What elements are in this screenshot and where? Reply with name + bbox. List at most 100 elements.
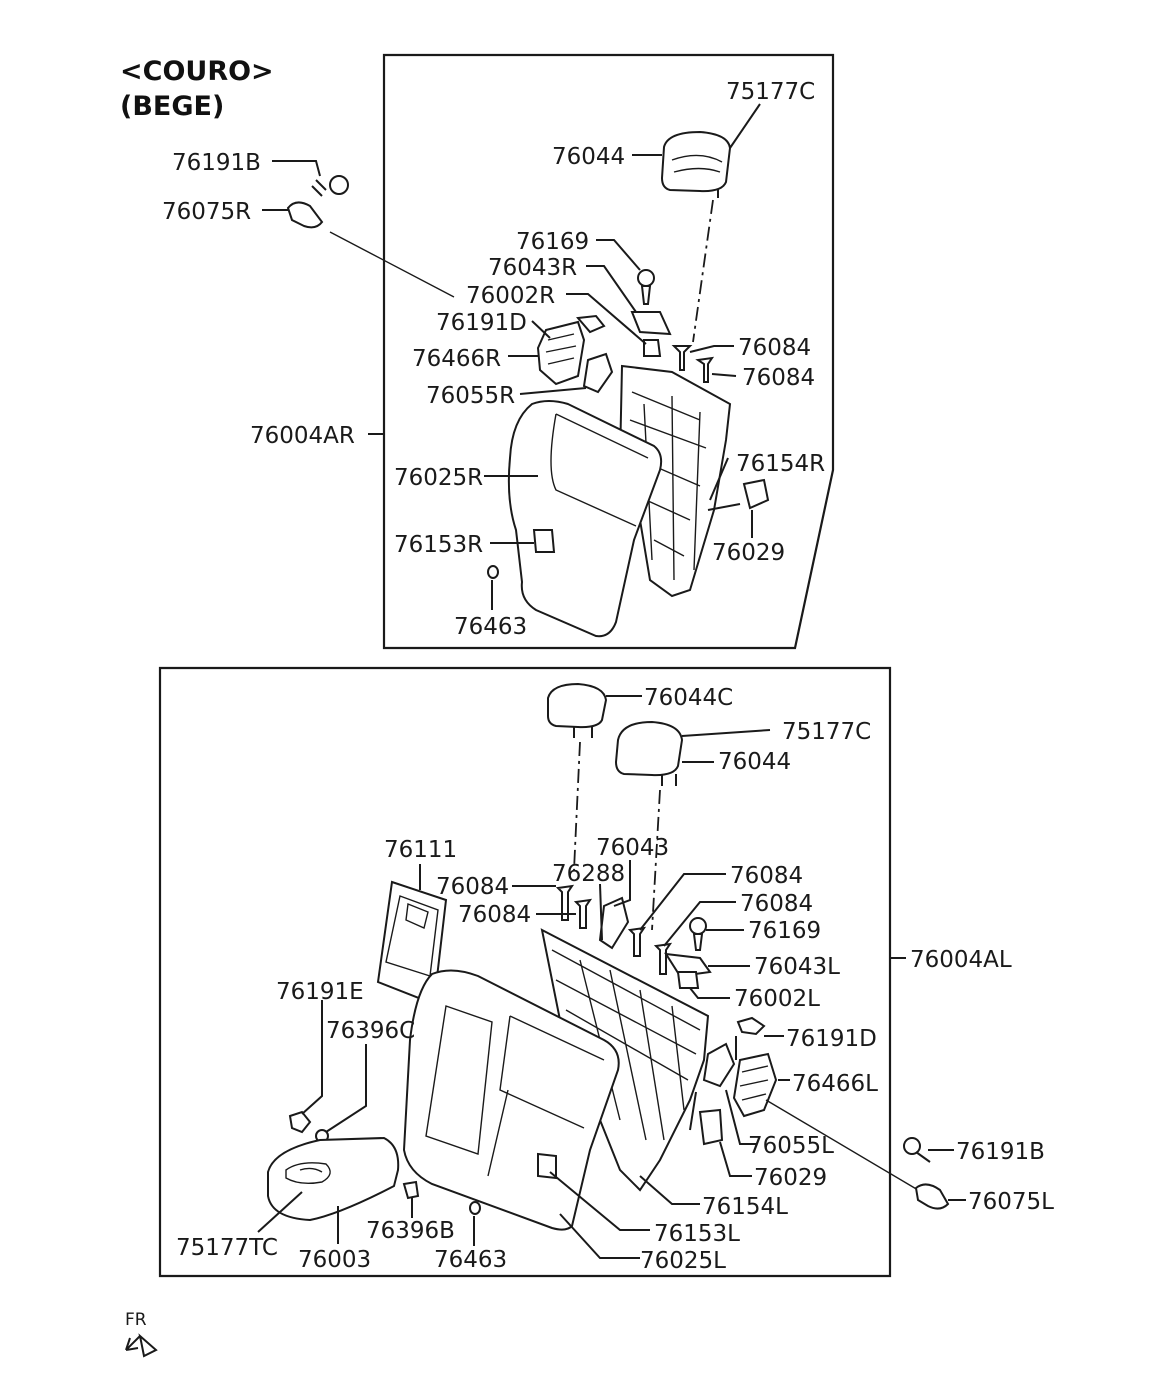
upper-guide-76002R bbox=[643, 339, 662, 357]
label-up-76075R: 76075R bbox=[162, 199, 251, 225]
lower-bolt-76191E bbox=[288, 1110, 312, 1134]
lower-pin-76084a bbox=[555, 884, 575, 921]
label-lo-76004AL: 76004AL bbox=[910, 947, 1012, 973]
lower-bracket-76029 bbox=[698, 1108, 724, 1146]
leader-lo-frame-link bbox=[689, 1091, 697, 1131]
label-lo-76084a: 76084 bbox=[436, 874, 509, 900]
lower-cushion-76025L bbox=[402, 969, 620, 1231]
lower-guide-76043 bbox=[598, 896, 630, 950]
leader-lo-76084c bbox=[639, 873, 726, 931]
lower-armrest-cupholder bbox=[285, 1162, 331, 1185]
lower-bolt-76191D bbox=[736, 1016, 766, 1036]
label-up-76055R: 76055R bbox=[426, 383, 515, 409]
label-lo-76154L: 76154L bbox=[702, 1194, 788, 1220]
lower-clip-76396B bbox=[402, 1180, 420, 1200]
label-up-76191D: 76191D bbox=[436, 310, 527, 336]
fr-arrow-icon bbox=[125, 1333, 158, 1358]
leader-lo-76043 bbox=[613, 860, 631, 907]
label-lo-76191B: 76191B bbox=[956, 1139, 1045, 1165]
leader-lo-76002L bbox=[689, 987, 730, 999]
lower-cover-76466L bbox=[732, 1052, 778, 1118]
label-lo-76084c: 76084 bbox=[730, 863, 803, 889]
lower-headrest-76044C bbox=[547, 682, 608, 729]
label-up-76169: 76169 bbox=[516, 229, 589, 255]
lower-headrest-c-pins bbox=[573, 726, 593, 738]
upper-bolt-76191D bbox=[576, 314, 606, 334]
lower-frame-box bbox=[158, 666, 892, 1278]
label-up-76084b: 76084 bbox=[742, 365, 815, 391]
leader-up-76029-link bbox=[707, 503, 741, 511]
upper-guide-76043R bbox=[630, 311, 672, 336]
leader-up-76191B bbox=[272, 160, 321, 177]
label-up-76466R: 76466R bbox=[412, 346, 501, 372]
lower-pin-76084b bbox=[573, 898, 593, 929]
upper-cover-76466R bbox=[536, 320, 586, 386]
upper-cushion-76025R bbox=[507, 400, 663, 638]
label-up-76191B: 76191B bbox=[172, 150, 261, 176]
leader-lo-76075L-link bbox=[765, 1099, 919, 1191]
header-title: <COURO> bbox=[120, 56, 274, 87]
lower-guide-76002L bbox=[676, 971, 700, 989]
upper-headrest bbox=[660, 130, 732, 193]
label-lo-76111: 76111 bbox=[384, 837, 457, 863]
upper-cushion-seams bbox=[550, 413, 649, 527]
label-up-76153R: 76153R bbox=[394, 532, 483, 558]
lower-guide-76043L bbox=[664, 952, 712, 978]
label-up-76025R: 76025R bbox=[394, 465, 483, 491]
leader-lo-75177TC bbox=[257, 1191, 303, 1233]
upper-bracket-76075R bbox=[286, 201, 324, 229]
label-lo-76029: 76029 bbox=[754, 1165, 827, 1191]
label-lo-76169: 76169 bbox=[748, 918, 821, 944]
leader-lo-76029 bbox=[719, 1141, 752, 1177]
upper-headrest-seam bbox=[671, 154, 723, 173]
lower-cushion-seams bbox=[487, 1015, 605, 1177]
leader-lo-76288 bbox=[599, 883, 603, 941]
label-lo-76075L: 76075L bbox=[968, 1189, 1054, 1215]
label-lo-76463: 76463 bbox=[434, 1247, 507, 1273]
leader-up-75177C bbox=[729, 103, 761, 149]
upper-pin-76084b bbox=[695, 356, 715, 383]
label-up-76463: 76463 bbox=[454, 614, 527, 640]
label-lo-76288: 76288 bbox=[552, 861, 625, 887]
lower-assembly: 76044C 75177C 76044 76111 76043 76288 76… bbox=[158, 666, 1054, 1278]
label-lo-76003: 76003 bbox=[298, 1247, 371, 1273]
leader-up-76169 bbox=[596, 239, 641, 271]
lower-headrest-guide bbox=[651, 789, 661, 931]
upper-bracket-76029 bbox=[742, 478, 770, 510]
lower-bracket-76075L bbox=[914, 1183, 950, 1210]
label-up-76029: 76029 bbox=[712, 540, 785, 566]
upper-bolt-shank bbox=[311, 179, 327, 197]
label-up-76002R: 76002R bbox=[466, 283, 555, 309]
label-lo-76396B: 76396B bbox=[366, 1218, 455, 1244]
leader-up-76002R bbox=[566, 293, 647, 345]
label-lo-76055L: 76055L bbox=[748, 1133, 834, 1159]
label-lo-75177C: 75177C bbox=[782, 719, 871, 745]
upper-cover-ribs bbox=[545, 333, 577, 365]
lower-grommet-76463 bbox=[468, 1201, 482, 1215]
lower-pin-76084d bbox=[653, 942, 673, 975]
label-lo-76084d: 76084 bbox=[740, 891, 813, 917]
lower-cover-ribs bbox=[739, 1065, 769, 1101]
label-lo-76191D: 76191D bbox=[786, 1026, 877, 1052]
lower-pin-76084c bbox=[627, 926, 647, 957]
lower-bolt-shank bbox=[915, 1151, 931, 1163]
label-lo-76043: 76043 bbox=[596, 835, 669, 861]
leader-up-76191D bbox=[531, 320, 551, 339]
fr-label: FR bbox=[125, 1310, 147, 1330]
label-lo-76044: 76044 bbox=[718, 749, 791, 775]
leader-up-76075R-link bbox=[329, 231, 455, 298]
label-lo-76153L: 76153L bbox=[654, 1221, 740, 1247]
label-up-76043R: 76043R bbox=[488, 255, 577, 281]
leader-up-76084b bbox=[711, 373, 737, 377]
header-subtitle: (BEGE) bbox=[120, 91, 224, 122]
leader-lo-76055L bbox=[725, 1089, 756, 1145]
lower-headrest-pins bbox=[661, 774, 677, 786]
label-up-75177C: 75177C bbox=[726, 79, 815, 105]
label-up-76154R: 76154R bbox=[736, 451, 825, 477]
leader-up-76084a bbox=[689, 345, 734, 353]
label-up-76044: 76044 bbox=[552, 144, 625, 170]
label-lo-75177TC: 75177TC bbox=[176, 1235, 278, 1261]
leader-up-76043R bbox=[586, 265, 637, 313]
lower-headrest-c-guide bbox=[573, 741, 581, 871]
